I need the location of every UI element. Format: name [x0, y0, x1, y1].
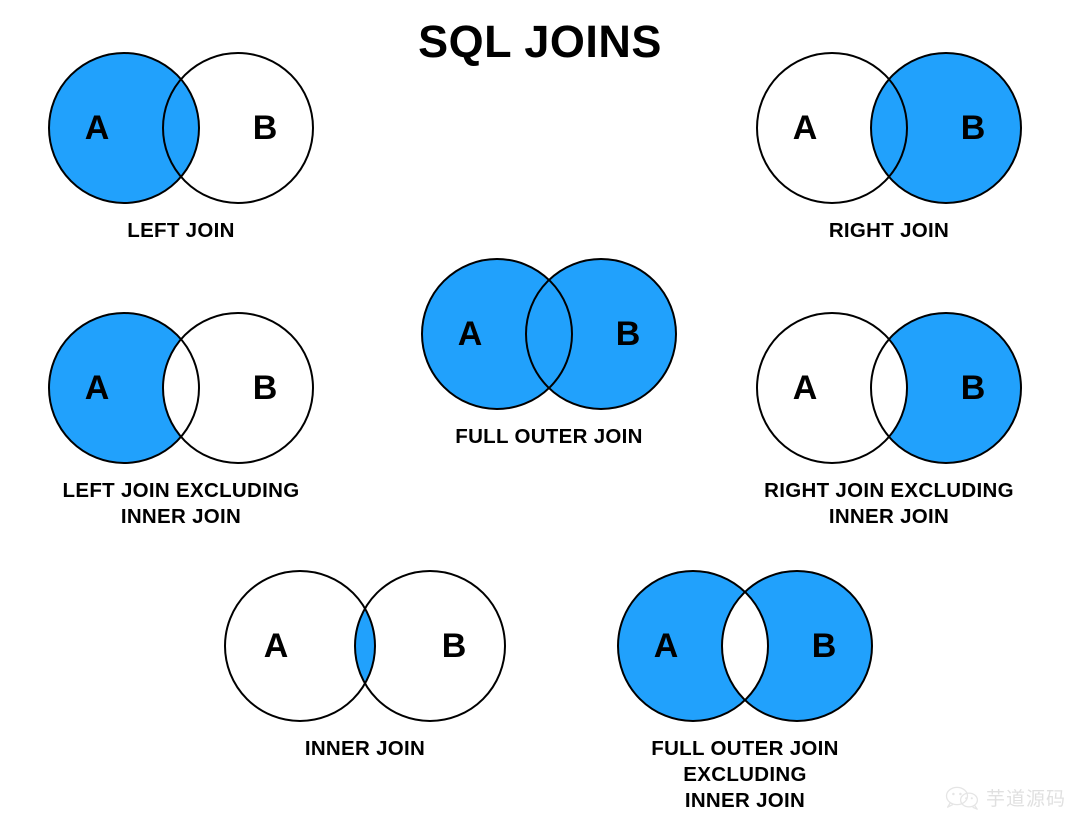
- circle-b-outline: [354, 570, 506, 722]
- venn-diagram-inner-join: A B INNER JOIN: [224, 558, 506, 762]
- set-b-label: B: [253, 109, 278, 147]
- caption-full-outer-join: FULL OUTER JOIN: [455, 425, 643, 448]
- set-b-label: B: [616, 315, 641, 353]
- page-title: SQL JOINS: [418, 16, 662, 67]
- set-b-label: B: [961, 109, 986, 147]
- set-b-label: B: [442, 627, 467, 665]
- venn-diagram-left-join: A B LEFT JOIN: [40, 40, 322, 244]
- region-b: [526, 259, 676, 409]
- circle-a-outline: [756, 52, 908, 204]
- set-a-label: A: [793, 369, 818, 407]
- venn-diagram-right-join-excluding-inner-join: A B RIGHT JOIN EXCLUDING INNER JOIN: [748, 300, 1030, 530]
- circle-a-outline: [48, 312, 200, 464]
- venn-diagram-right-join: A B RIGHT JOIN: [748, 40, 1030, 244]
- venn-figure-full-outer-join: A B: [421, 258, 677, 410]
- set-b-label: B: [253, 369, 278, 407]
- caption-full-outer-join-excluding-inner-join: FULL OUTER JOIN EXCLUDING INNER JOIN: [651, 737, 839, 813]
- venn-figure-full-outer-join-excluding-inner-join: A B: [617, 570, 873, 722]
- venn-diagram-left-join-excluding-inner-join: A B LEFT JOIN EXCLUDING INNER JOIN: [40, 300, 322, 530]
- venn-diagram-full-outer-join-excluding-inner-join: A B FULL OUTER JOIN EXCLUDING INNER JOIN: [604, 558, 886, 815]
- set-b-label: B: [812, 627, 837, 665]
- region-a-only: [49, 313, 199, 463]
- circle-a-outline: [617, 570, 769, 722]
- set-a-label: A: [264, 627, 289, 665]
- venn-diagram-full-outer-join: A B FULL OUTER JOIN: [408, 246, 690, 450]
- venn-figure-inner-join: A B: [224, 570, 506, 722]
- circle-b-outline: [870, 312, 1022, 464]
- wechat-bubbles-icon: [945, 786, 979, 810]
- caption-left-join-excluding-inner-join: LEFT JOIN EXCLUDING INNER JOIN: [62, 479, 300, 529]
- circle-b-outline: [525, 258, 677, 410]
- set-a-label: A: [654, 627, 679, 665]
- set-a-label: A: [793, 109, 818, 147]
- watermark-text: 芋道源码: [985, 788, 1066, 810]
- venn-figure-left-join: A B: [48, 52, 314, 204]
- circle-b-outline: [721, 570, 873, 722]
- circle-a-outline: [224, 570, 376, 722]
- caption-inner-join: INNER JOIN: [304, 737, 426, 760]
- set-a-label: A: [85, 369, 110, 407]
- region-b-only: [722, 571, 872, 721]
- circle-b-outline: [162, 52, 314, 204]
- venn-figure-left-join-excluding-inner-join: A B: [48, 312, 314, 464]
- set-a-label: A: [458, 315, 483, 353]
- circle-a-outline: [48, 52, 200, 204]
- circle-a-outline: [421, 258, 573, 410]
- set-b-label: B: [961, 369, 986, 407]
- circle-a-outline: [756, 312, 908, 464]
- caption-right-join-excluding-inner-join: RIGHT JOIN EXCLUDING INNER JOIN: [764, 479, 1014, 529]
- caption-right-join: RIGHT JOIN: [828, 219, 950, 242]
- set-a-label: A: [85, 109, 110, 147]
- region-b-only: [871, 313, 1021, 463]
- circle-b-outline: [870, 52, 1022, 204]
- circle-b-outline: [162, 312, 314, 464]
- venn-figure-right-join: A B: [756, 52, 1022, 204]
- caption-left-join: LEFT JOIN: [127, 219, 235, 242]
- watermark: 芋道源码: [945, 784, 1066, 811]
- venn-figure-right-join-excluding-inner-join: A B: [756, 312, 1022, 464]
